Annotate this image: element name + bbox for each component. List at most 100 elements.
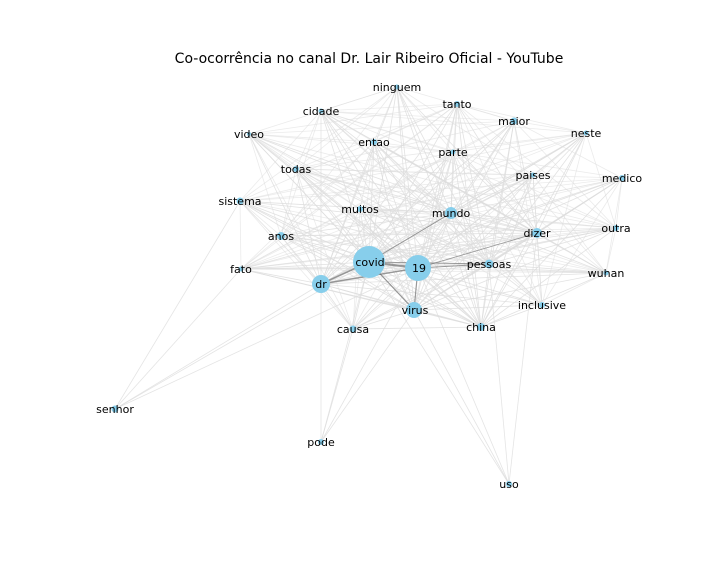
node-label-parte: parte xyxy=(438,146,468,159)
edge-video-entao xyxy=(248,133,375,143)
node-entao xyxy=(371,139,377,145)
node-muitos xyxy=(357,206,363,212)
node-label-paises: paises xyxy=(515,169,550,182)
edge-anos-sistema xyxy=(239,200,282,237)
edge-dizer-video xyxy=(248,133,538,234)
edge-outra-fato xyxy=(240,227,617,270)
node-label-tanto: tanto xyxy=(442,98,471,111)
node-label-mundo: mundo xyxy=(432,207,471,220)
node-mundo xyxy=(445,207,457,219)
edge-anos-video xyxy=(248,133,282,237)
edge-tanto-outra xyxy=(456,103,617,229)
edge-pessoas-sistema xyxy=(239,200,490,265)
edge-maior-medico xyxy=(513,120,623,179)
edge-pessoas-wuhan xyxy=(488,263,607,274)
edge-parte-wuhan xyxy=(452,151,607,274)
edge-uso-19 xyxy=(417,267,510,485)
edge-pode-19 xyxy=(320,267,419,443)
node-label-muitos: muitos xyxy=(341,203,379,216)
node-19 xyxy=(405,255,431,281)
edge-mundo-fato xyxy=(240,212,452,270)
edge-china-fato xyxy=(240,268,482,328)
edge-dr-inclusive xyxy=(320,283,543,306)
edge-paises-inclusive xyxy=(532,174,543,306)
node-label-19: 19 xyxy=(412,262,426,275)
edge-dr-muitos xyxy=(320,208,361,285)
edge-ninguem-entao xyxy=(373,86,398,143)
edge-sistema-wuhan xyxy=(239,200,607,274)
node-label-senhor: senhor xyxy=(96,403,134,416)
edge-video-parte xyxy=(248,133,454,153)
edge-maior-neste xyxy=(513,120,587,134)
node-uso xyxy=(506,481,512,487)
edge-virus-causa xyxy=(352,309,415,330)
edge-wuhan-inclusive xyxy=(541,272,607,306)
edge-senhor-dr xyxy=(114,283,322,410)
node-covid xyxy=(353,246,385,278)
edge-parte-muitos xyxy=(359,151,454,210)
edge-parte-medico xyxy=(452,151,623,179)
edge-paises-fato xyxy=(240,174,534,270)
edge-sistema-causa xyxy=(239,200,354,330)
edge-uso-virus xyxy=(413,309,510,485)
edge-outra-wuhan xyxy=(605,227,617,274)
node-label-entao: entao xyxy=(358,136,390,149)
edge-china-causa xyxy=(352,326,482,330)
edge-virus-todas xyxy=(295,168,415,311)
edge-dr-fato xyxy=(240,268,322,285)
node-medico xyxy=(619,175,625,181)
edge-cidade-todas xyxy=(295,110,322,170)
edge-muitos-outra xyxy=(359,208,617,229)
node-label-anos: anos xyxy=(268,230,294,243)
edge-pessoas-parte xyxy=(452,151,490,265)
node-pode xyxy=(318,439,324,445)
edge-maior-cidade xyxy=(320,110,515,122)
node-label-inclusive: inclusive xyxy=(518,299,566,312)
edge-pessoas-outra xyxy=(488,227,617,265)
node-outra xyxy=(613,225,619,231)
edge-china-tanto xyxy=(456,103,482,328)
edge-video-causa xyxy=(248,133,354,330)
edge-parte-causa xyxy=(352,151,454,330)
edge-parte-inclusive xyxy=(452,151,543,306)
edge-virus-wuhan xyxy=(413,272,607,311)
edge-pessoas-tanto xyxy=(456,103,490,265)
edge-china-ninguem xyxy=(396,86,482,328)
node-wuhan xyxy=(603,270,609,276)
edge-mundo-outra xyxy=(450,212,617,229)
edge-mundo-ninguem xyxy=(396,86,452,214)
node-fato xyxy=(238,266,244,272)
edge-todas-outra xyxy=(295,168,617,229)
edge-entao-wuhan xyxy=(373,141,607,274)
edge-dizer-sistema xyxy=(239,200,538,234)
edge-china-inclusive xyxy=(480,304,543,328)
node-paises xyxy=(530,172,536,178)
node-anos xyxy=(277,232,285,240)
edge-neste-fato xyxy=(240,132,587,270)
edge-19-inclusive xyxy=(417,267,543,306)
edge-mundo-sistema xyxy=(239,200,452,214)
edge-tanto-inclusive xyxy=(456,103,543,306)
edge-ninguem-paises xyxy=(396,86,534,176)
node-maior xyxy=(510,117,518,125)
node-causa xyxy=(349,325,357,333)
node-label-ninguem: ninguem xyxy=(373,81,421,94)
edge-mundo-medico xyxy=(450,177,623,214)
edge-video-todas xyxy=(248,133,297,170)
edge-pode-covid xyxy=(320,261,370,443)
node-label-virus: virus xyxy=(402,304,429,317)
edge-virus-parte xyxy=(413,151,454,311)
edge-mundo-wuhan xyxy=(450,212,607,274)
edge-medico-fato xyxy=(240,177,623,270)
node-label-cidade: cidade xyxy=(303,105,340,118)
nodes-layer xyxy=(111,84,625,487)
edge-19-dizer xyxy=(417,232,538,269)
edge-entao-fato xyxy=(240,141,375,270)
node-label-wuhan: wuhan xyxy=(588,267,625,280)
edge-virus-neste xyxy=(413,132,587,311)
node-label-dizer: dizer xyxy=(523,227,551,240)
node-ninguem xyxy=(394,84,400,90)
edge-dizer-todas xyxy=(295,168,538,234)
edge-covid-fato xyxy=(240,261,370,270)
